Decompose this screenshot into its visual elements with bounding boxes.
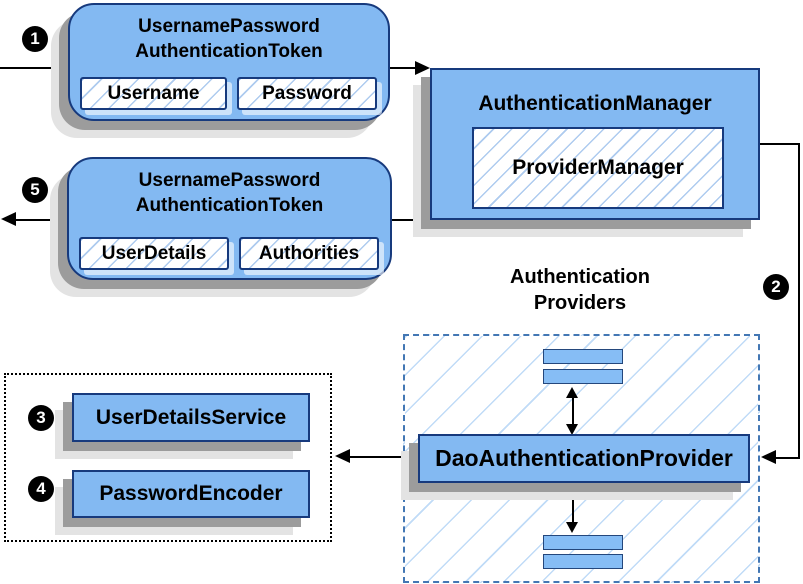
dao-to-services-line (350, 456, 418, 458)
double-arrow-shaft (572, 496, 574, 523)
provider-placeholder-bar (543, 535, 623, 550)
manager-to-provider-line-bottom (776, 457, 800, 459)
double-arrow-up-icon (566, 387, 578, 398)
request-arrowhead-icon (415, 61, 430, 75)
providers-group-title: Authentication Providers (455, 264, 705, 316)
double-arrow-down-icon (566, 522, 578, 533)
request-token-title-line1: UsernamePassword (138, 16, 320, 37)
step-2-badge: 2 (763, 274, 789, 300)
double-arrow-up-icon (566, 486, 578, 497)
services-group-box (4, 373, 332, 542)
step-1-badge: 1 (22, 26, 48, 52)
user-details-service-box: UserDetailsService (72, 393, 310, 442)
request-token-title-line2: AuthenticationToken (135, 41, 323, 62)
double-arrow-shaft (572, 397, 574, 425)
authorities-field: Authorities (239, 237, 379, 270)
response-token-box: UsernamePassword AuthenticationToken Use… (67, 157, 392, 280)
userdetails-field: UserDetails (79, 237, 229, 270)
password-encoder-box: PasswordEncoder (72, 470, 310, 518)
manager-to-provider-line-vertical (798, 143, 800, 459)
response-token-title-line2: AuthenticationToken (135, 195, 324, 216)
username-field: Username (80, 77, 227, 110)
manager-to-provider-arrowhead-icon (761, 450, 776, 464)
response-arrowhead-icon (1, 212, 16, 226)
authentication-manager-title: AuthenticationManager (478, 92, 712, 115)
providers-group-title-line1: Authentication (510, 266, 650, 288)
provider-placeholder-bar (543, 554, 623, 569)
dao-to-services-arrowhead-icon (335, 449, 350, 463)
providers-group-title-line2: Providers (533, 292, 627, 314)
dao-authentication-provider-box: DaoAuthenticationProvider (418, 434, 750, 483)
request-token-box: UsernamePassword AuthenticationToken Use… (68, 3, 390, 121)
step-4-badge: 4 (28, 476, 54, 502)
step-3-badge: 3 (28, 405, 54, 431)
password-field: Password (237, 77, 377, 110)
step-5-badge: 5 (22, 177, 48, 203)
authentication-manager-box: AuthenticationManager ProviderManager (430, 68, 760, 220)
double-arrow-down-icon (566, 424, 578, 435)
response-token-title-line1: UsernamePassword (138, 170, 321, 191)
provider-placeholder-bar (543, 369, 623, 384)
provider-manager-box: ProviderManager (472, 127, 724, 209)
manager-to-provider-line-top (759, 143, 800, 145)
provider-placeholder-bar (543, 349, 623, 364)
